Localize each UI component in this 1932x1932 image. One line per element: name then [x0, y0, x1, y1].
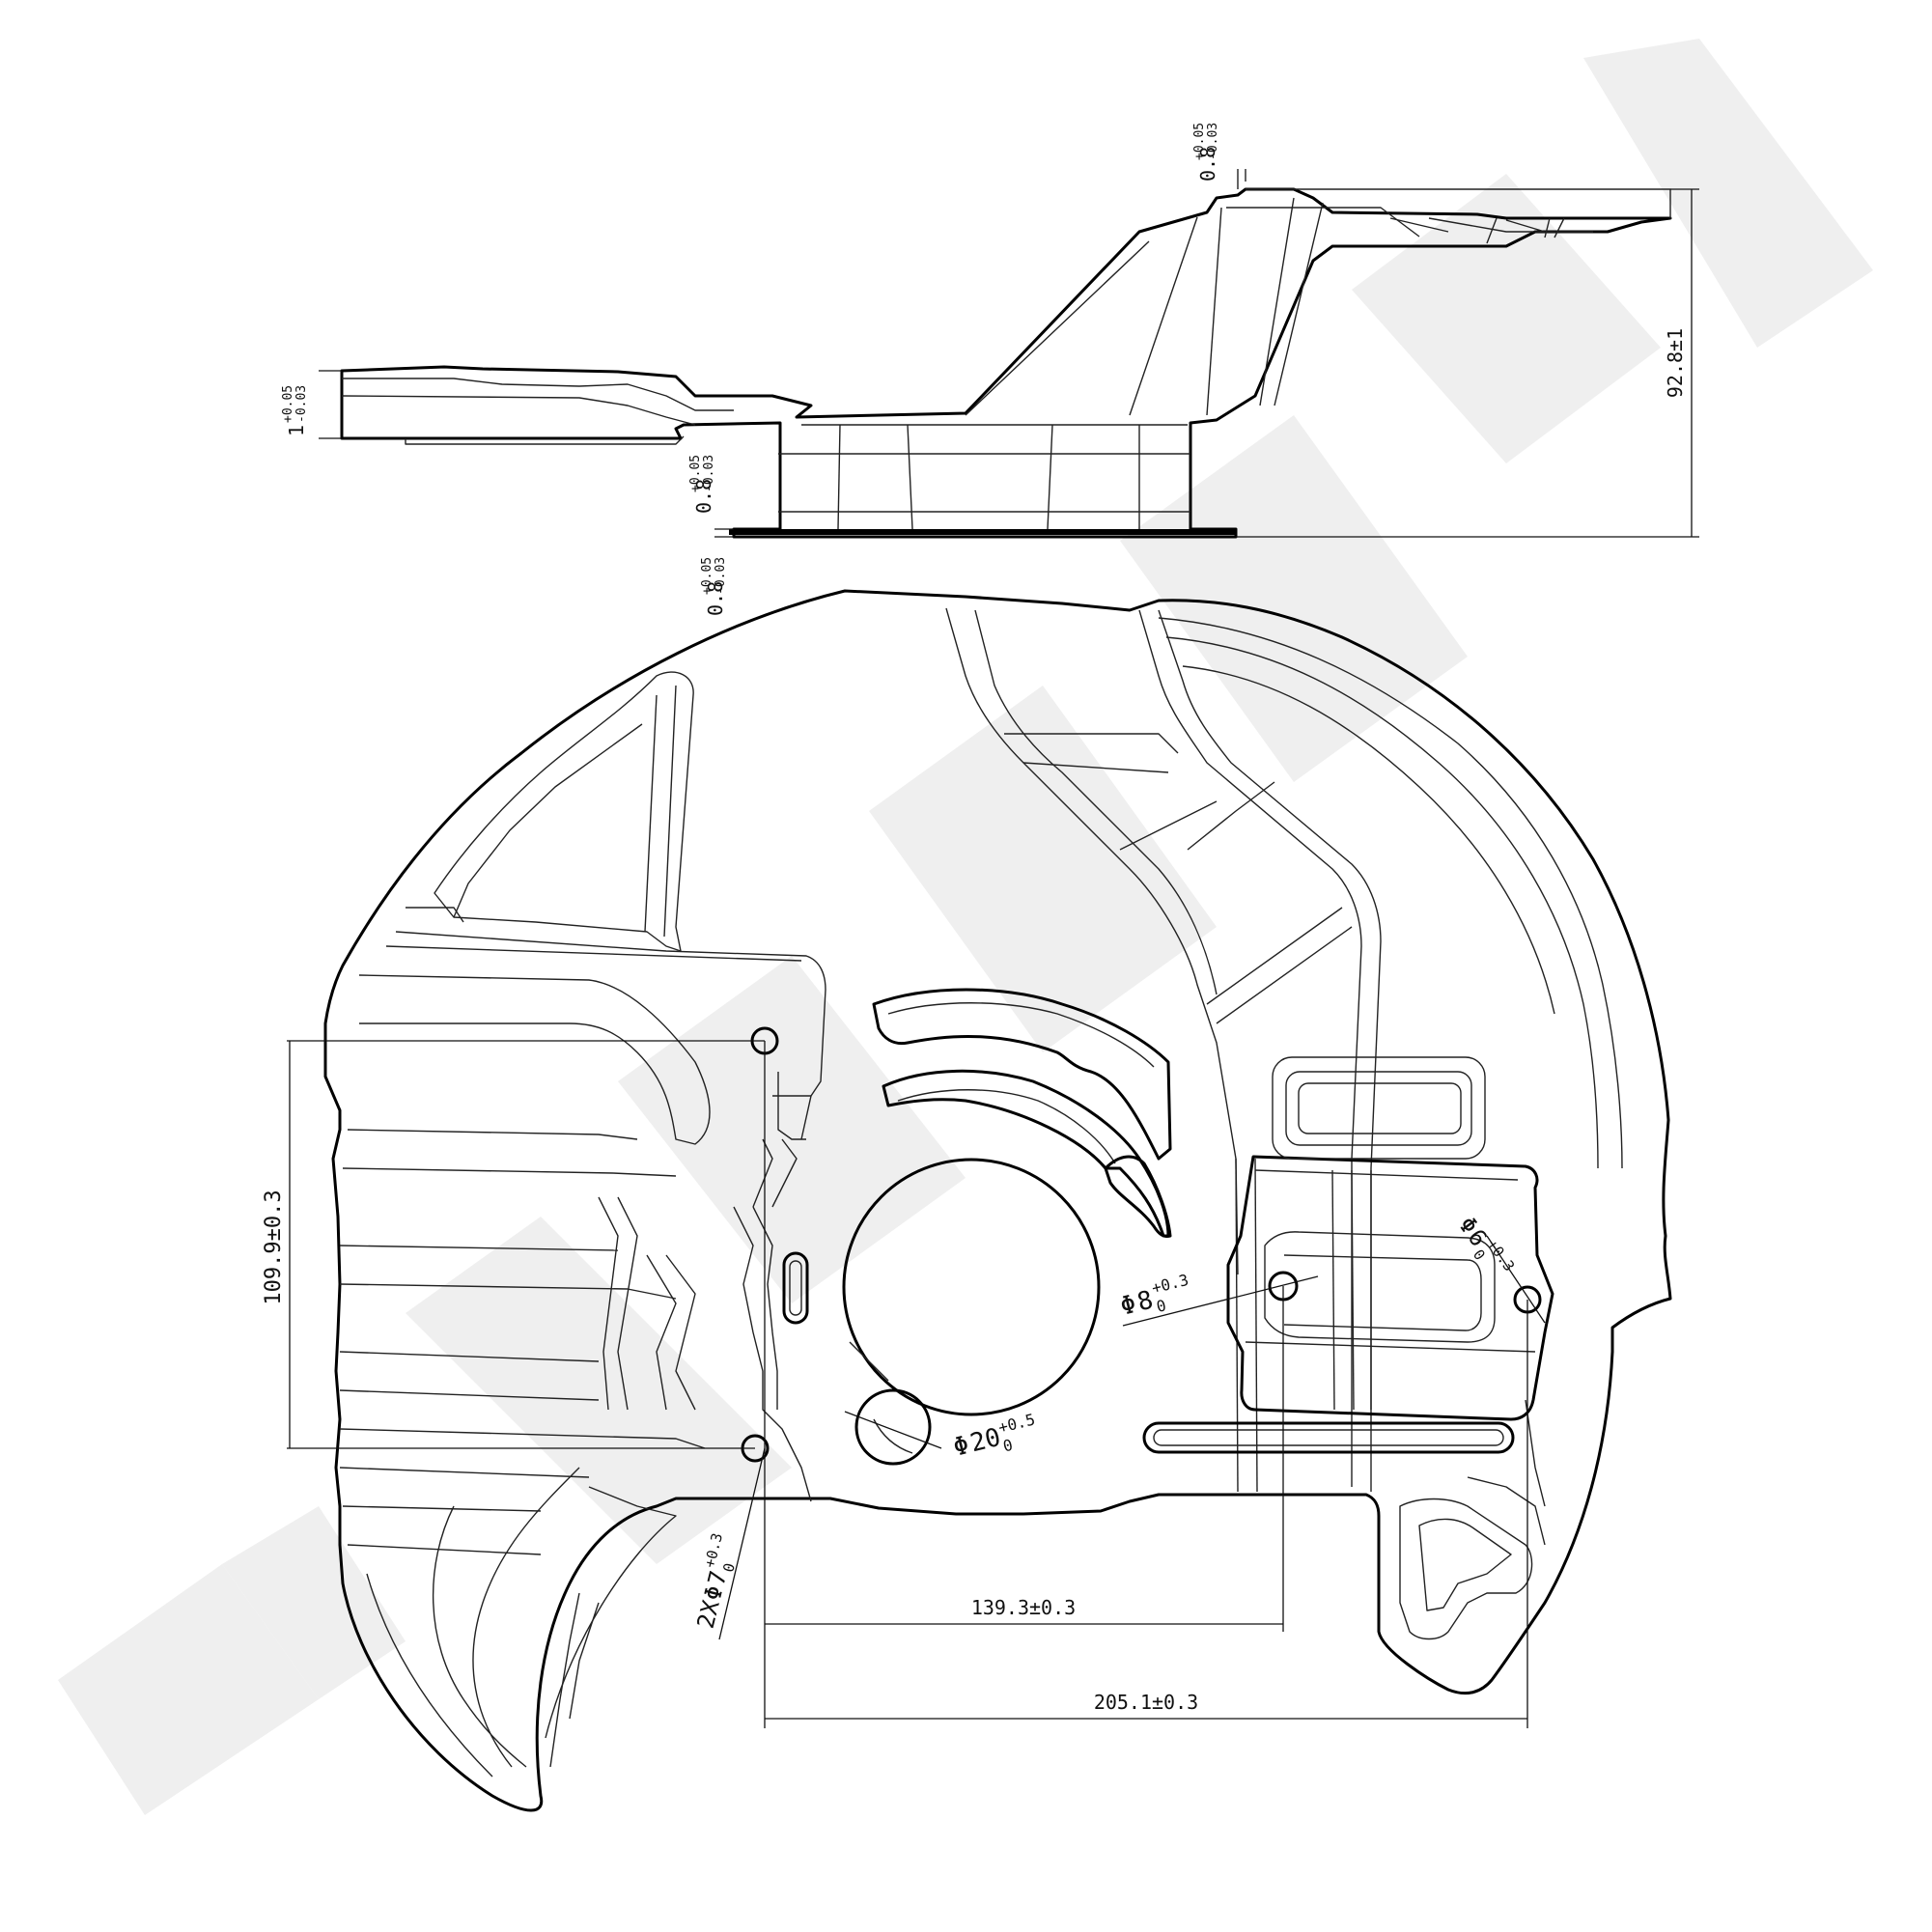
hole-8-upper: +0.3: [1150, 1271, 1190, 1298]
hole-20-lower: 0: [1001, 1436, 1015, 1456]
hole-20: [854, 1388, 932, 1466]
holes-7-symbol: Φ: [699, 1583, 729, 1604]
lower-slot: [1142, 1421, 1515, 1454]
side-view-dimensions: [319, 169, 1699, 538]
front-view-outline: [323, 589, 1672, 1812]
left-oval-slot: [782, 1251, 809, 1325]
thickness-left-upper: +0.05: [281, 385, 295, 423]
hole-20-upper: +0.5: [996, 1410, 1037, 1437]
dim-139-label: 139.3±0.3: [971, 1596, 1076, 1619]
hole-20-symbol: Φ: [950, 1431, 971, 1463]
thickness-bottom-base: 0.8: [704, 581, 727, 616]
thickness-bottom-upper: +0.05: [700, 557, 714, 595]
thickness-bottom-label: 0.8 +0.05 -0.03: [700, 557, 728, 616]
thickness-top-lower: -0.03: [1206, 123, 1220, 160]
thickness-left-lower: -0.03: [294, 385, 309, 423]
hole-8-label: Φ 8 +0.3 0: [1117, 1271, 1190, 1322]
hole-20-label: Φ 20 +0.5 0: [950, 1410, 1037, 1463]
center-arch-slot: [872, 988, 1172, 1238]
thickness-mid-label: 0.8 +0.05 -0.03: [688, 455, 716, 514]
dim-205-label: 205.1±0.3: [1094, 1691, 1198, 1714]
vertical-spacing-value: 109.9±0.3: [262, 1190, 286, 1304]
thickness-mid-lower: -0.03: [702, 455, 716, 492]
holes-7-value: 7: [703, 1568, 733, 1588]
dim-139-value: 139.3±0.3: [971, 1596, 1076, 1619]
side-height-dimension: 92.8±1: [1664, 328, 1687, 398]
thickness-top-base: 0.8: [1196, 147, 1219, 182]
front-view-dimensions: [287, 1040, 1546, 1728]
thickness-top-upper: +0.05: [1192, 123, 1207, 160]
thickness-left-base: 1: [285, 425, 308, 436]
holes-7-lower: 0: [719, 1561, 739, 1574]
hole-8-lower: 0: [1155, 1296, 1168, 1316]
hole-8-symbol: Φ: [1117, 1290, 1138, 1322]
caliper-bracket: [1226, 1155, 1554, 1421]
thickness-mid-upper: +0.05: [688, 455, 703, 492]
holes-7-label: 2X Φ 7 +0.3 0: [692, 1531, 739, 1631]
hole-8-value: 8: [1134, 1286, 1156, 1318]
upper-window: [1272, 1056, 1486, 1160]
thickness-mid-base: 0.8: [692, 479, 715, 514]
thickness-bottom-lower: -0.03: [714, 557, 728, 595]
height-label: 92.8±1: [1664, 328, 1687, 398]
dim-205-value: 205.1±0.3: [1094, 1691, 1198, 1714]
side-view-profile: [340, 187, 1672, 539]
watermark-logo: [58, 39, 1873, 1815]
center-hub-hole: [842, 1158, 1101, 1416]
hole-6-label: Φ 6 +0.3 0: [1453, 1212, 1518, 1274]
hole-6-upper: +0.3: [1483, 1236, 1518, 1274]
thickness-left-label: 1 +0.05 -0.03: [281, 385, 309, 436]
vertical-spacing-label: 109.9±0.3: [262, 1190, 286, 1304]
hole-20-value: 20: [967, 1423, 1004, 1459]
thickness-top-label: 0.8 +0.05 -0.03: [1192, 123, 1220, 182]
